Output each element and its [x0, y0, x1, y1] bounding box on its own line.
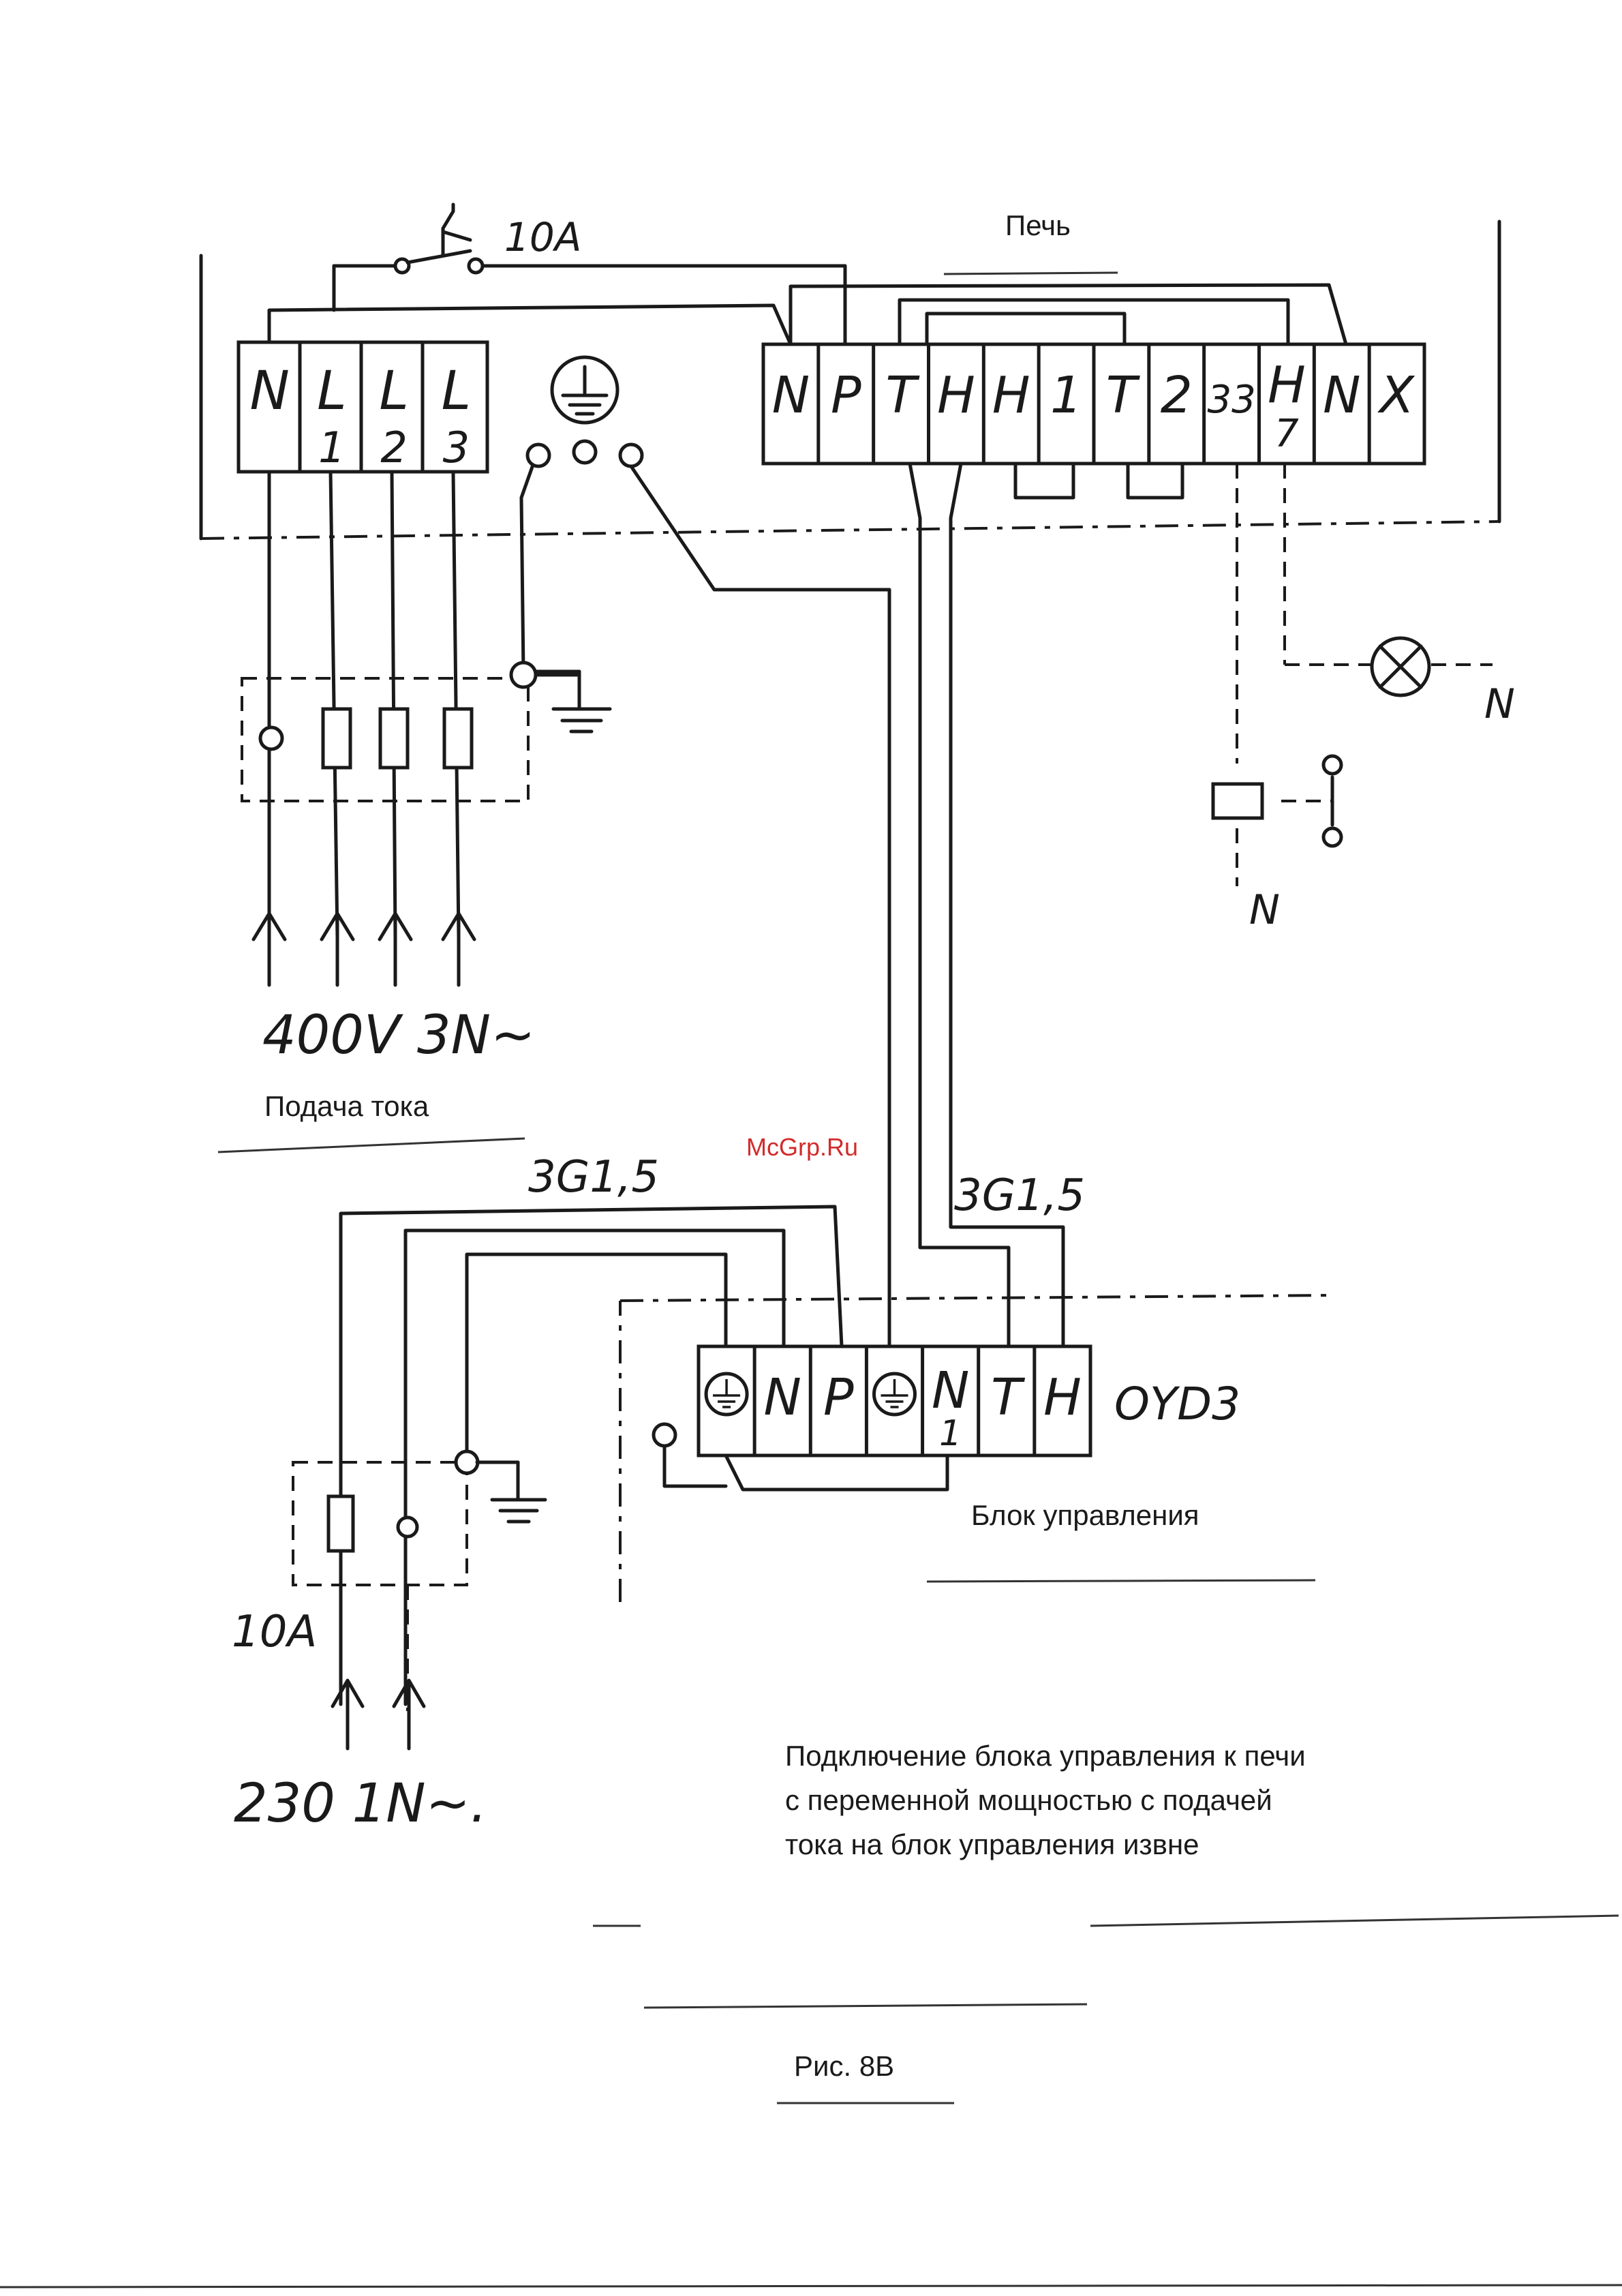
oven-terminal-label: H: [937, 366, 975, 425]
oven-terminal-label: P: [831, 366, 861, 425]
pe-cable: [631, 466, 889, 1374]
fuse-box: [242, 663, 536, 801]
lamp-icon: [1372, 638, 1429, 695]
supply-terminal-number: 2: [380, 423, 407, 472]
description-line-1: Подключение блока управления к печи: [785, 1740, 1306, 1772]
control-fuse-box: [293, 1451, 478, 1711]
oven-terminal-label: N: [1323, 366, 1360, 425]
control-unit-model: OYD3: [1114, 1378, 1240, 1430]
oven-terminal-label: H: [992, 366, 1030, 425]
cable-label-right: 3G1,5: [954, 1170, 1085, 1221]
figure-label: Рис. 8В: [794, 2050, 894, 2082]
control-terminal-label: H: [1043, 1368, 1082, 1427]
supply-terminal-number: 1: [318, 423, 345, 472]
watermark: McGrp.Ru: [746, 1133, 858, 1161]
oven-title: Печь: [1005, 209, 1071, 241]
supply-terminal-label: L: [317, 361, 346, 422]
supply-terminal-label: L: [442, 361, 471, 422]
control-terminal-label: N: [932, 1361, 969, 1420]
ground-contacts: [527, 441, 642, 466]
breaker-rating: 10A: [504, 214, 581, 260]
relay-icon: [1213, 756, 1341, 846]
supply-caption: Подача тока: [264, 1090, 429, 1122]
control-terminal-label: T: [991, 1368, 1026, 1427]
supply-terminal-label: N: [249, 361, 289, 422]
breaker-switch: [334, 205, 845, 344]
oven-terminal-label: 33: [1207, 378, 1255, 422]
oven-terminal-number: 7: [1274, 412, 1299, 456]
cable-label-left: 3G1,5: [528, 1152, 659, 1203]
supply-terminal-number: 3: [443, 423, 470, 472]
oven-terminal-label: 1: [1050, 366, 1082, 425]
supply-terminal-label: L: [379, 361, 408, 422]
lamp-neutral-label: N: [1484, 680, 1515, 728]
ground-icon: [552, 357, 617, 423]
fuse-rating: 10A: [232, 1607, 317, 1657]
control-terminal-label: P: [823, 1368, 854, 1427]
oven-terminal-label: T: [885, 366, 920, 425]
control-terminal-label: N: [764, 1368, 801, 1427]
ground-icon: [477, 1462, 545, 1522]
control-supply-voltage: 230 1N~.: [234, 1773, 487, 1834]
supply-voltage: 400V 3N~: [262, 1005, 535, 1066]
control-supply-arrows: [333, 1680, 424, 1749]
relay-lamp-branch: [1237, 464, 1493, 886]
supply-arrows: [254, 913, 474, 985]
ground-icon: [706, 1374, 747, 1415]
relay-neutral-label: N: [1249, 886, 1280, 934]
oven-terminal-label: X: [1377, 366, 1416, 425]
control-terminal-number: 1: [939, 1413, 962, 1454]
description-line-3: тока на блок управления извне: [785, 1828, 1199, 1860]
description-line-2: с переменной мощностью с подачей: [785, 1784, 1272, 1816]
ground-icon: [874, 1374, 915, 1415]
ground-icon: [536, 675, 610, 731]
oven-terminal-label: N: [772, 366, 810, 425]
oven-terminal-label: 2: [1161, 366, 1193, 425]
oven-terminal-label: T: [1106, 366, 1141, 425]
oven-terminal-label: H: [1268, 356, 1306, 414]
control-unit-caption: Блок управления: [971, 1499, 1199, 1531]
internal-wires: [269, 285, 1346, 344]
